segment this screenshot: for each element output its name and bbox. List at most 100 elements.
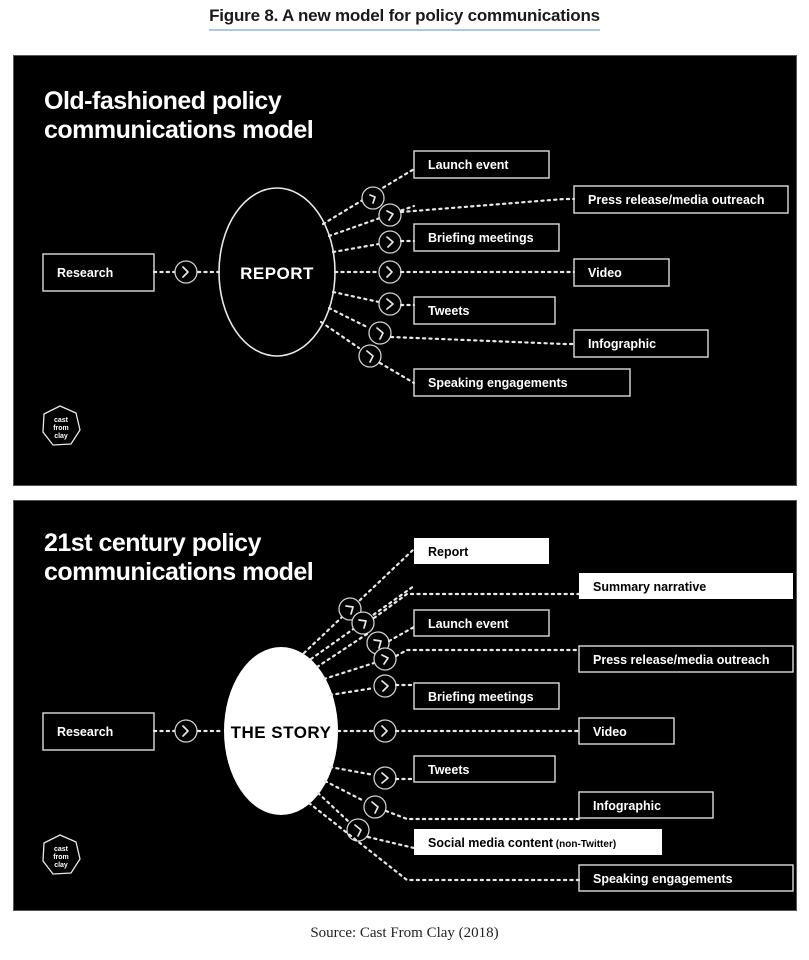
panel1-marker-5: [378, 292, 402, 316]
panel2-marker-4: [373, 647, 397, 671]
panel1-spoke-2b: [399, 197, 576, 214]
panel1-input-label: Research: [57, 266, 113, 280]
logo-line-3: clay: [54, 433, 68, 440]
panel1-chevron-icon-2: [386, 210, 394, 221]
panel1-output-label-1: Launch event: [428, 158, 509, 172]
panel2-input-label: Research: [57, 725, 113, 739]
panel2-output-label-4: Press release/media outreach: [593, 653, 770, 667]
panel2-spoke-3b: [387, 625, 416, 643]
panel2-heading-line1: 21st century policy: [44, 529, 262, 557]
panel1-hub-label: REPORT: [240, 264, 314, 283]
panel2-output-box-3: [413, 609, 550, 637]
panel2-chevron-icon-2: [358, 619, 367, 629]
panel1-chevron-icon-7: [366, 350, 374, 363]
panel1-output-box-1: [413, 150, 550, 179]
panel2-spoke-10: [307, 801, 581, 882]
panel2-output-box-5: [413, 682, 560, 710]
panel1-marker-3: [378, 230, 402, 254]
panel1-output-box-7: [413, 368, 631, 397]
source-caption: Source: Cast From Clay (2018): [310, 925, 499, 941]
panel2-output-label-8: Infographic: [593, 799, 661, 813]
panel2-output-label-10: Speaking engagements: [593, 872, 733, 886]
panel1-input-chevron-icon: [182, 266, 189, 278]
panel1-spoke-6b: [389, 335, 576, 346]
old-fashioned-model-diagram: Old-fashioned policy communications mode…: [42, 87, 789, 446]
panel1-chevron-icon-4: [386, 266, 393, 278]
panel2-marker-2: [351, 611, 375, 635]
21st-century-model-diagram: 21st century policy communications model…: [42, 529, 794, 892]
diagram-panel-21st-century: 21st century policy communications model…: [13, 500, 797, 911]
panel2-spoke-7: [328, 765, 376, 777]
panel1-output-label-5: Tweets: [428, 304, 469, 318]
panel1-spoke-2: [327, 204, 416, 238]
panel2-input-arrow-circle: [174, 719, 198, 743]
panel2-marker-7: [373, 766, 397, 790]
panel2-output-label-9-main: Social media content: [428, 836, 554, 850]
panel1-spoke-3: [331, 242, 381, 254]
panel1-output-box-6: [573, 329, 709, 358]
logo-line-2: from: [53, 425, 69, 432]
panel2-output-box-9: [414, 829, 662, 855]
panel1-marker-7: [358, 344, 382, 368]
panel1-marker-1: [361, 186, 385, 210]
panel2-marker-8: [363, 795, 387, 819]
panel2-spoke-9b: [366, 835, 416, 850]
panel2-spoke-4b: [394, 648, 581, 658]
diagram-panel-old-fashioned: Old-fashioned policy communications mode…: [13, 55, 797, 486]
panel1-marker-6: [368, 321, 392, 345]
panel1-marker-2: [378, 203, 402, 227]
panel2-output-label-7: Tweets: [428, 763, 469, 777]
figure-title: Figure 8. A new model for policy communi…: [0, 6, 809, 31]
panel2-chevron-icon-3: [373, 639, 382, 649]
panel1-heading-line1: Old-fashioned policy: [44, 87, 282, 115]
panel1-spoke-7: [319, 320, 361, 350]
panel2-input-chevron-icon: [182, 725, 189, 737]
panel1-output-box-5: [413, 296, 556, 325]
panel1-spoke-7b: [378, 361, 416, 385]
panel2-output-label-6: Video: [593, 725, 627, 739]
panel2-output-label-5: Briefing meetings: [428, 690, 534, 704]
panel2-output-box-7: [413, 755, 556, 783]
panel2-spoke-3: [315, 632, 369, 669]
panel2-output-box-4: [578, 645, 794, 673]
panel1-chevron-icon-5: [386, 298, 394, 310]
logo-line-1: cast: [54, 417, 69, 424]
panel2-marker-6: [373, 719, 397, 743]
panel1-spoke-6: [327, 306, 371, 330]
panel2-spoke-8b: [384, 809, 581, 821]
panel2-chevron-icon-8: [371, 801, 379, 814]
panel2-spoke-8: [323, 779, 366, 803]
panel2-chevron-icon-6: [381, 725, 388, 737]
panel1-heading-line2: communications model: [44, 116, 313, 144]
panel1-output-label-4: Video: [588, 266, 622, 280]
panel2-output-box-8: [578, 791, 714, 819]
panel2-output-label-3: Launch event: [428, 617, 509, 631]
panel2-chevron-icon-4: [381, 654, 389, 665]
panel2-chevron-icon-1: [345, 605, 354, 615]
panel2-spoke-1: [302, 547, 416, 655]
panel1-chevron-icon-6: [376, 327, 384, 340]
panel2-output-box-2: [579, 573, 793, 599]
panel2-marker-9: [346, 818, 370, 842]
panel1-output-label-7: Speaking engagements: [428, 376, 568, 390]
panel2-chevron-icon-7: [381, 772, 389, 784]
cast-from-clay-logo-icon-2: [42, 834, 81, 875]
panel2-hub-label: THE STORY: [231, 723, 332, 742]
panel1-chevron-icon-1: [369, 194, 376, 204]
panel1-output-box-3: [413, 223, 560, 252]
panel1-output-box-2: [573, 185, 789, 214]
panel1-chevron-icon-3: [386, 236, 394, 248]
panel2-heading-line2: communications model: [44, 558, 313, 586]
panel2-output-label-9: Social media content (non-Twitter): [428, 836, 616, 850]
panel2-spoke-2b: [372, 592, 581, 620]
panel2-output-label-2: Summary narrative: [593, 580, 706, 594]
panel2-output-label-9-suffix: (non-Twitter): [553, 839, 616, 850]
figure-title-text: Figure 8. A new model for policy communi…: [209, 6, 600, 31]
panel2-output-box-1: [414, 538, 549, 564]
panel2-marker-5: [373, 674, 397, 698]
panel1-output-label-6: Infographic: [588, 337, 656, 351]
logo2-line-3: clay: [54, 862, 68, 869]
logo2-line-1: cast: [54, 846, 69, 853]
panel2-spoke-9: [316, 791, 350, 823]
panel2-output-label-1: Report: [428, 545, 469, 559]
